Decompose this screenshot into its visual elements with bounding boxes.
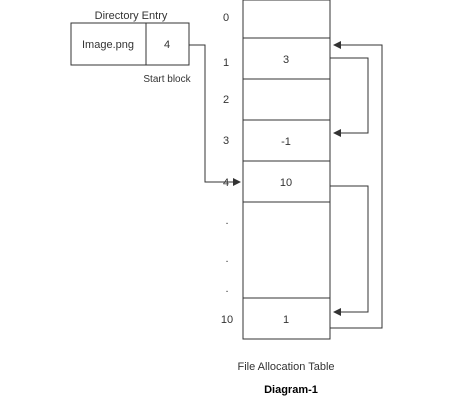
fat-index-label: . — [225, 283, 228, 295]
fat-index-label: 10 — [221, 314, 233, 326]
link-arrow-1-to-3 — [330, 57, 369, 137]
start-block-label: Start block — [143, 74, 191, 85]
link-arrow-4-to-10 — [330, 185, 369, 316]
fat-table — [242, 0, 331, 340]
fat-cell-value-4: 10 — [280, 177, 292, 189]
fat-cell-value-1: 3 — [283, 54, 289, 66]
figure-label: Diagram-1 — [264, 384, 318, 396]
fat-cell-value-3: -1 — [281, 136, 291, 148]
start-block-arrow — [189, 44, 241, 186]
fat-index-label: 4 — [223, 177, 229, 189]
directory-entry-start-value: 4 — [164, 39, 170, 51]
directory-entry-box — [70, 22, 190, 66]
fat-index-label: 1 — [223, 57, 229, 69]
fat-caption: File Allocation Table — [237, 361, 334, 373]
directory-entry-filename: Image.png — [82, 39, 134, 51]
fat-index-label: . — [225, 215, 228, 227]
fat-index-label: 0 — [223, 12, 229, 24]
fat-index-label: . — [225, 253, 228, 265]
fat-index-label: 3 — [223, 135, 229, 147]
directory-entry-title: Directory Entry — [95, 10, 168, 22]
link-arrow-10-to-1 — [330, 41, 383, 329]
fat-index-label: 2 — [223, 94, 229, 106]
fat-cell-value-10: 1 — [283, 314, 289, 326]
